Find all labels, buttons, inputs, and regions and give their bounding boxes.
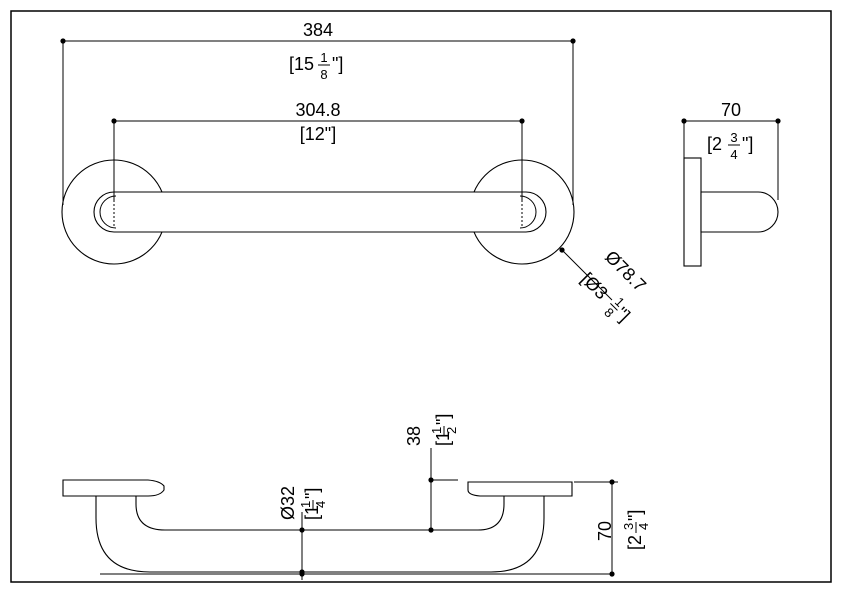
- bottom-depth-in-den: 4: [636, 523, 651, 530]
- wall-clearance-in-open: [1: [433, 431, 453, 446]
- tube-diameter-in-close: "]: [302, 488, 322, 499]
- side-arm: [700, 191, 779, 233]
- tube-diameter-in-num: 1: [298, 501, 313, 508]
- tube-diameter-in-open: [1: [302, 505, 322, 520]
- tube-diameter-in-den: 4: [313, 501, 328, 508]
- overall-length-dimension: 384 [15 1 8 "]: [60, 20, 576, 205]
- bottom-depth-in-num: 3: [621, 523, 636, 530]
- side-view: [683, 157, 779, 267]
- overall-length-in-num: 1: [320, 50, 327, 65]
- side-depth-in-close: "]: [742, 134, 753, 154]
- flange-diameter-dimension: Ø78.7 [Ø3 1 8 "]: [559, 247, 650, 326]
- side-depth-in-open: [2: [707, 134, 722, 154]
- overall-length-in-close: "]: [332, 54, 343, 74]
- top-view: [62, 479, 573, 573]
- side-depth-in-num: 3: [730, 130, 737, 145]
- grab-bar-tube: [93, 191, 547, 233]
- drawing-frame: [10, 10, 832, 583]
- bottom-depth-in-close: "]: [625, 510, 645, 521]
- side-flange: [683, 157, 702, 267]
- center-length-mm: 304.8: [295, 100, 340, 120]
- wall-clearance-in-close: "]: [433, 414, 453, 425]
- bottom-depth-mm: 70: [595, 521, 615, 541]
- flange-diameter-in-open: [Ø3: [577, 269, 612, 304]
- wall-clearance-dimension: 38 [1 1 2 "]: [404, 414, 459, 533]
- front-view: [61, 159, 575, 265]
- overall-length-in-open: [15: [289, 54, 314, 74]
- side-depth-in-den: 4: [730, 147, 737, 162]
- left-top-flange: [62, 479, 165, 497]
- right-tube-inner-end: [519, 195, 537, 229]
- wall-clearance-mm: 38: [404, 426, 424, 446]
- side-depth-dimension: 70 [2 3 4 "]: [681, 100, 781, 200]
- bottom-depth-in-open: [2: [625, 535, 645, 550]
- left-tube-inner-end: [99, 195, 117, 229]
- wall-clearance-in-num: 1: [429, 427, 444, 434]
- right-top-flange: [467, 481, 573, 497]
- bottom-depth-dimension: 70 [2 3 4 "]: [100, 479, 651, 577]
- overall-length-in-den: 8: [320, 67, 327, 82]
- center-length-in: [12"]: [300, 124, 336, 144]
- overall-length-mm: 384: [303, 20, 333, 40]
- side-depth-mm: 70: [721, 100, 741, 120]
- wall-clearance-in-den: 2: [444, 427, 459, 434]
- grab-bar-body-top: [95, 495, 545, 573]
- tube-diameter-mm: Ø32: [278, 486, 298, 520]
- center-length-dimension: 304.8 [12"]: [111, 100, 525, 200]
